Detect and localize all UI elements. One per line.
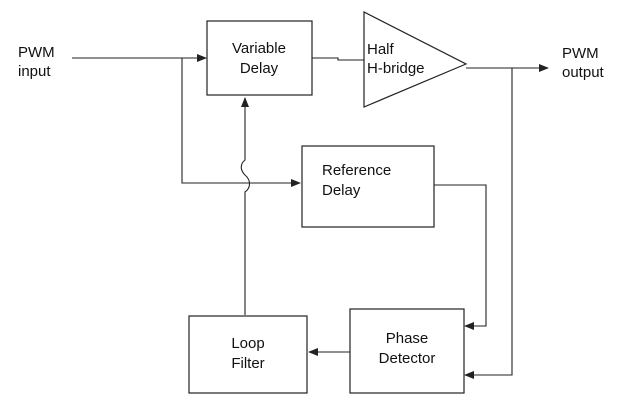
wire-output-to-phase-detector [464,68,513,379]
svg-text:Variable: Variable [232,40,286,57]
svg-text:Filter: Filter [231,355,264,372]
pwm-output-label: PWM output [562,45,605,81]
svg-text:Loop: Loop [231,335,264,352]
svg-text:PWM: PWM [562,45,599,62]
wire-variable-delay-to-bridge [312,57,364,61]
svg-text:Delay: Delay [322,182,361,199]
svg-text:Phase: Phase [386,330,429,347]
svg-text:output: output [562,64,605,81]
svg-text:Detector: Detector [379,350,436,367]
phase-detector-block: Phase Detector [349,308,465,394]
loop-filter-block: Loop Filter [188,315,308,394]
svg-text:input: input [18,63,51,80]
svg-text:Half: Half [367,41,395,58]
reference-delay-block: Reference Delay [301,145,435,228]
svg-text:H-bridge: H-bridge [367,60,425,77]
wire-reference-delay-to-phase-detector [434,184,487,330]
wire-input-to-reference-delay [181,58,301,187]
svg-text:Reference: Reference [322,162,391,179]
svg-text:Delay: Delay [240,60,279,77]
variable-delay-block: Variable Delay [206,20,313,96]
wire-loop-filter-to-variable-delay [240,97,251,315]
svg-text:PWM: PWM [18,44,55,61]
half-h-bridge-amplifier: Half H-bridge [363,11,468,108]
pwm-input-label: PWM input [18,44,55,80]
